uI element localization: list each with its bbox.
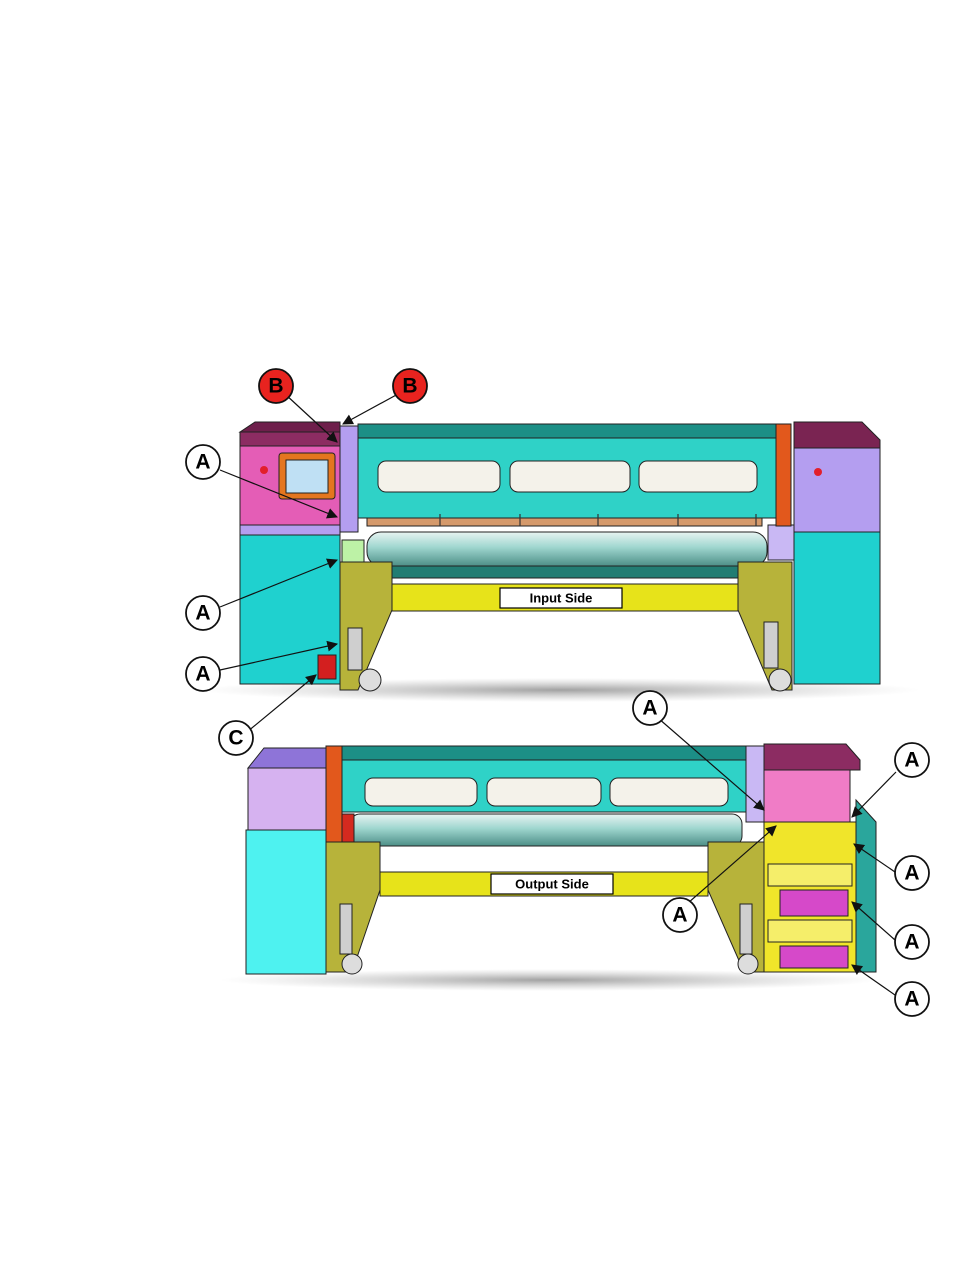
status-light-right	[814, 468, 822, 476]
bay-magenta-1	[780, 890, 848, 916]
output-window-1	[365, 778, 477, 806]
output-left-leg	[326, 842, 380, 972]
roller-shadow-bar	[370, 566, 764, 578]
right-cabinet-upper-panel	[794, 448, 880, 532]
callout-a-8: A	[895, 925, 929, 959]
output-right-upper	[764, 770, 850, 822]
svg-text:A: A	[195, 602, 210, 625]
callout-a-6: A	[895, 743, 929, 777]
window-3	[639, 461, 757, 492]
status-light	[260, 466, 268, 474]
callout-b-right: B	[393, 369, 427, 403]
bay-shelf-2	[768, 920, 852, 942]
orange-divider	[776, 424, 791, 526]
right-cabinet-lower-panel	[794, 532, 880, 684]
bay-magenta-2	[780, 946, 848, 968]
output-window-3	[610, 778, 728, 806]
left-cabinet-maroon-band	[240, 432, 340, 446]
left-cabinet-lavender-strip	[340, 426, 358, 532]
right-cabinet-top	[794, 422, 880, 448]
output-right-side-panel	[856, 800, 876, 972]
svg-text:A: A	[642, 697, 657, 720]
control-screen	[286, 460, 328, 493]
svg-text:B: B	[268, 375, 283, 398]
output-carriage-top	[342, 746, 746, 760]
svg-text:A: A	[195, 663, 210, 686]
output-lavender-strip	[746, 746, 764, 822]
left-cabinet-trim	[240, 525, 340, 535]
input-side-view: Input Side	[200, 422, 920, 702]
svg-text:A: A	[904, 749, 919, 772]
output-window-2	[487, 778, 601, 806]
svg-text:A: A	[904, 931, 919, 954]
output-left-top	[248, 748, 326, 768]
callout-a-3: A	[186, 657, 220, 691]
output-right-top	[764, 744, 860, 770]
svg-text:A: A	[904, 862, 919, 885]
left-light-green-block	[342, 540, 364, 564]
window-1	[378, 461, 500, 492]
right-cabinet-lavender	[768, 525, 794, 560]
media-bar	[367, 518, 762, 526]
bay-shelf-1	[768, 864, 852, 886]
input-side-label: Input Side	[530, 591, 593, 606]
output-left-lower	[246, 830, 326, 974]
carriage-top	[358, 424, 776, 438]
window-2	[510, 461, 630, 492]
svg-text:C: C	[228, 727, 243, 750]
svg-text:A: A	[904, 988, 919, 1011]
callout-a-5: A	[663, 898, 697, 932]
output-left-upper	[248, 768, 326, 830]
callout-a-1: A	[186, 445, 220, 479]
main-roller	[367, 532, 767, 566]
red-switch-box	[318, 655, 336, 679]
callout-b-left: B	[259, 369, 293, 403]
output-roller	[350, 814, 742, 846]
callout-a-9: A	[895, 982, 929, 1016]
output-side-view: Output Side	[220, 744, 880, 991]
callout-a-4: A	[633, 691, 667, 725]
output-orange-divider	[326, 746, 342, 842]
output-side-label: Output Side	[515, 877, 589, 892]
svg-text:B: B	[402, 375, 417, 398]
callout-a-7: A	[895, 856, 929, 890]
svg-text:A: A	[672, 904, 687, 927]
svg-text:A: A	[195, 451, 210, 474]
callout-a-2: A	[186, 596, 220, 630]
callout-c: C	[219, 721, 253, 755]
